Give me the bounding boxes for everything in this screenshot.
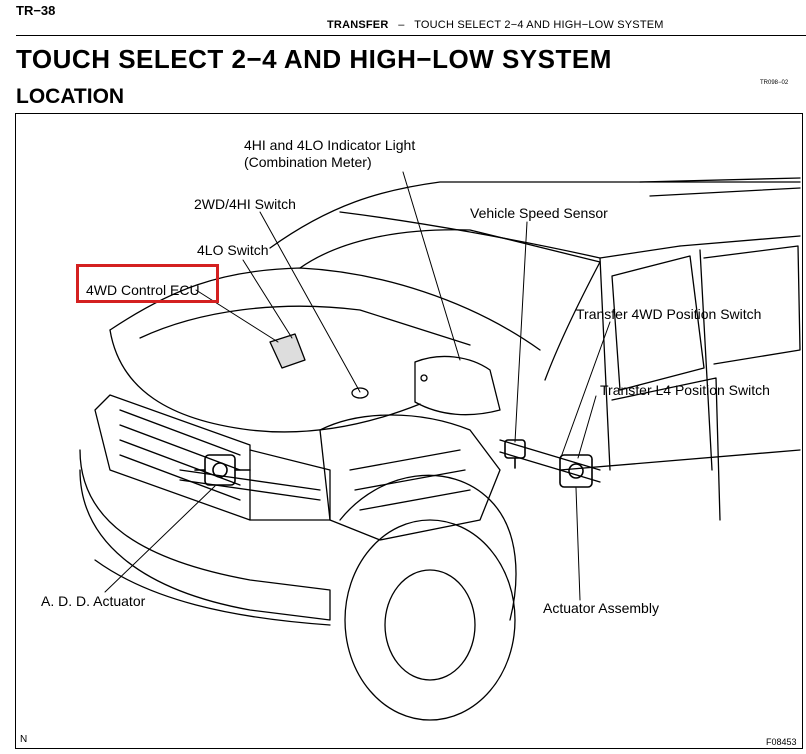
label-4lo-switch: 4LO Switch [197,242,269,258]
label-transfer-l4-position-switch: Transfer L4 Position Switch [600,382,770,398]
windshield-top [339,211,681,259]
grille-bars [119,409,241,501]
running-header: TRANSFER – TOUCH SELECT 2−4 AND HIGH−LOW… [327,19,664,31]
front-axle [179,469,321,501]
leader-lines [104,171,611,601]
door-line [559,377,801,521]
header-topic: TOUCH SELECT 2−4 AND HIGH−LOW SYSTEM [414,19,664,31]
wheel-arch [339,474,517,621]
a-pillar [544,261,601,381]
illustration-frame [15,113,803,749]
4lo-switch-part [351,387,369,399]
reference-code: TR098−02 [760,80,789,86]
front-rim [384,569,476,681]
truck-bed-rail [639,177,801,197]
header-section: TRANSFER [327,19,389,31]
engine-ribs [349,449,471,511]
cab-roof-outline [269,181,801,249]
combination-meter [414,355,501,416]
page-number: TR−38 [16,3,56,18]
label-vehicle-speed-sensor: Vehicle Speed Sensor [470,205,608,221]
engine-block [319,414,501,541]
label-2wd-4hi-switch: 2WD/4HI Switch [194,196,296,212]
hood-front-edge [109,329,421,433]
label-indicator-light-line2: (Combination Meter) [244,154,372,170]
page-title: TOUCH SELECT 2−4 AND HIGH−LOW SYSTEM [16,44,612,74]
label-actuator-assembly: Actuator Assembly [543,600,659,616]
rear-window [703,245,801,365]
header-separator: – [398,19,405,31]
label-add-actuator: A. D. D. Actuator [41,593,146,609]
drive-shaft [499,439,601,483]
headlight [249,449,331,521]
grille-outline [94,394,251,521]
front-bumper [79,449,331,621]
front-wheel [344,519,516,721]
side-window [611,255,705,391]
windshield-frame [299,229,601,269]
hood-outline [109,267,541,351]
figure-code: F08453 [766,737,797,747]
corner-mark: N [20,734,28,745]
section-subtitle: LOCATION [16,85,125,108]
label-indicator-light-line1: 4HI and 4LO Indicator Light [244,137,416,153]
bumper-lower [94,559,331,626]
hood-crease [139,305,471,346]
header-rule [16,35,806,36]
label-transfer-4wd-position-switch: Transfer 4WD Position Switch [576,306,762,322]
label-4wd-control-ecu: 4WD Control ECU [86,282,200,298]
cab-side [599,235,801,471]
ecu-box [269,333,306,369]
actuator-assembly-part [559,454,593,488]
add-actuator-part [194,454,251,486]
highlight-box [76,264,219,303]
